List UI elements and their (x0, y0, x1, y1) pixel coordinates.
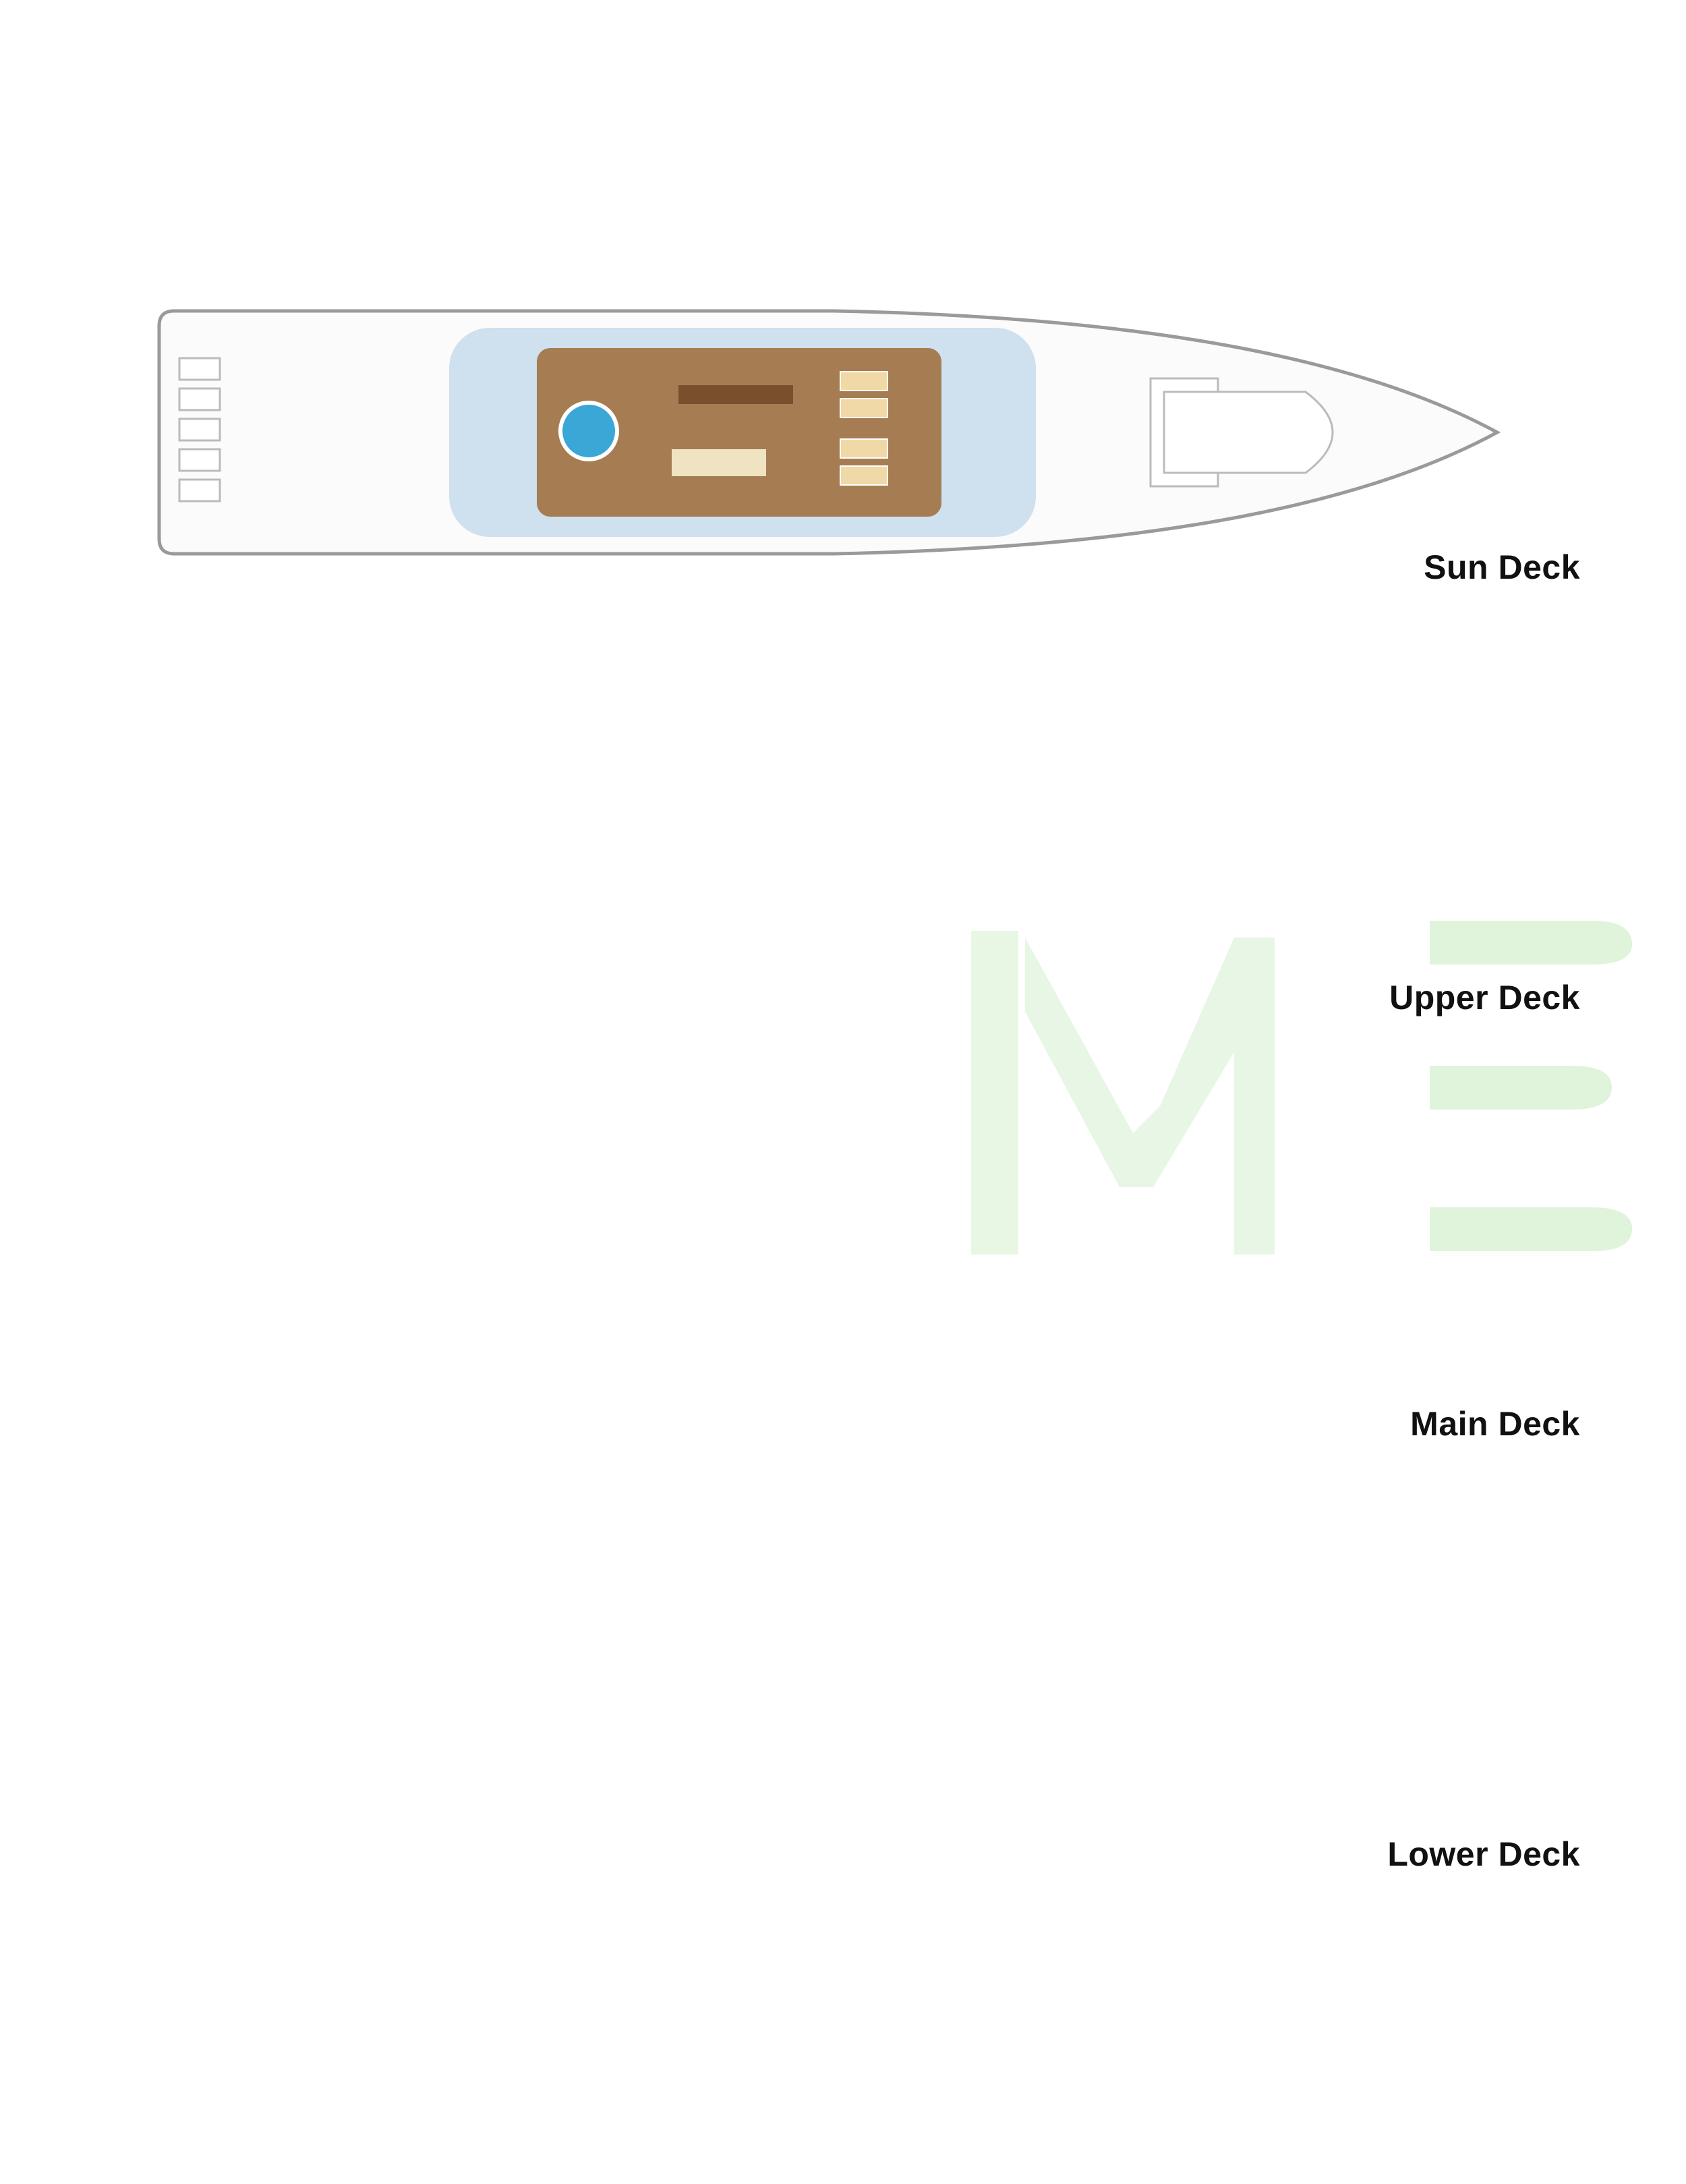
upper-deck-label: Upper Deck (1389, 979, 1580, 1016)
sun-deck-label: Sun Deck (1424, 548, 1580, 586)
jacuzzi-pool (558, 401, 619, 461)
lower-deck-label: Lower Deck (1387, 1835, 1580, 1873)
main-deck-label: Main Deck (1410, 1405, 1580, 1443)
sun-deck-plan (157, 309, 1501, 556)
watermark-logo (971, 921, 1632, 1255)
